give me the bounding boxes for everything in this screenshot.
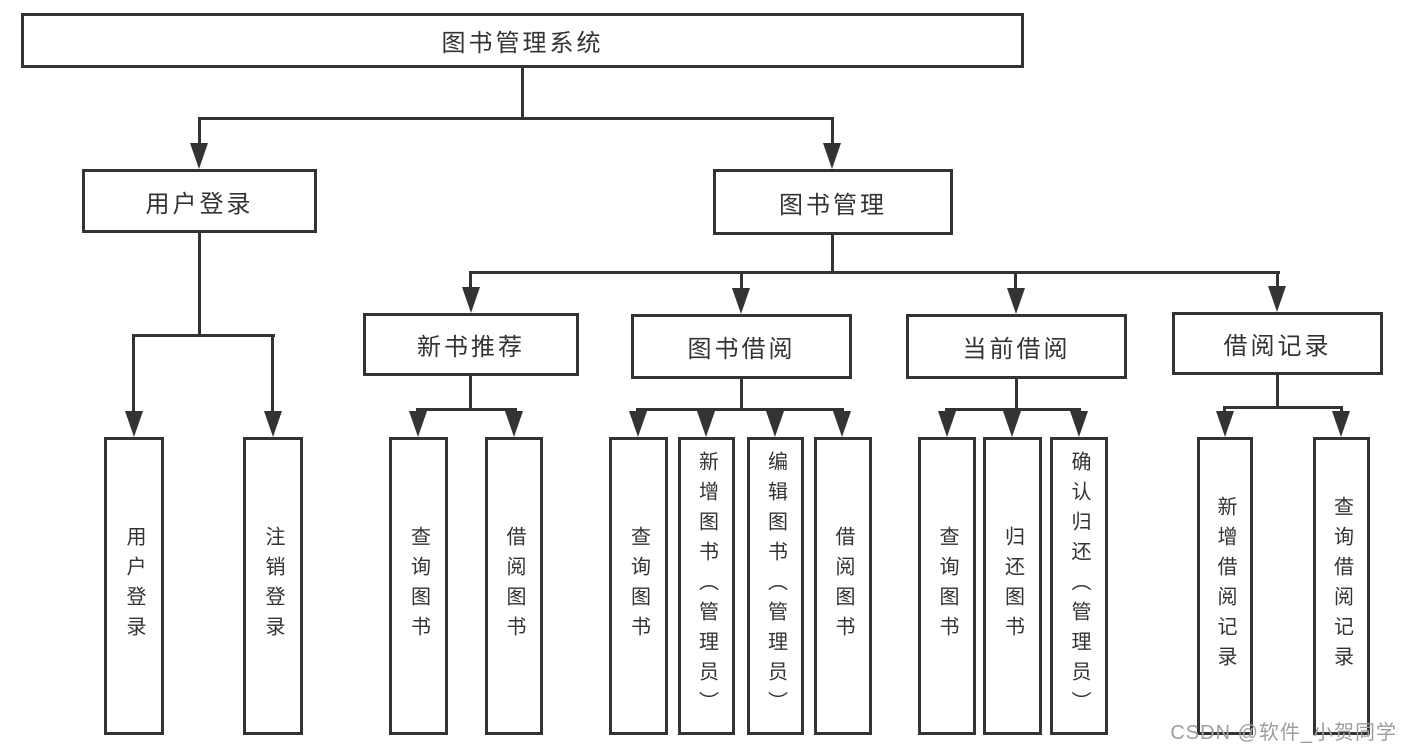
leaf-label: 查询图书 xyxy=(936,526,958,646)
connector-line xyxy=(740,271,743,290)
node-label: 图书管理系统 xyxy=(441,30,604,57)
leaf-add-borrow-record: 新增借阅记录 xyxy=(1197,437,1253,735)
connector-line xyxy=(469,271,1280,274)
arrow-down-icon xyxy=(629,411,647,437)
arrow-down-icon xyxy=(938,411,956,437)
connector-line xyxy=(198,233,201,337)
leaf-query-borrow-record: 查询借阅记录 xyxy=(1313,437,1370,735)
arrow-down-icon xyxy=(190,143,208,169)
arrow-down-icon xyxy=(1216,411,1234,437)
connector-line xyxy=(271,334,274,413)
leaf-label: 查询图书 xyxy=(407,526,430,646)
connector-line xyxy=(1223,406,1343,409)
connector-line xyxy=(469,271,472,289)
node-label: 当前借阅 xyxy=(962,336,1071,363)
leaf-label: 查询图书 xyxy=(627,526,650,646)
connector-line xyxy=(636,408,844,411)
leaf-user-login: 用户登录 xyxy=(104,437,164,735)
connector-line xyxy=(198,117,834,120)
connector-line xyxy=(740,379,743,410)
connector-line xyxy=(469,376,472,410)
arrow-down-icon xyxy=(125,411,143,437)
node-label: 用户登录 xyxy=(145,190,254,218)
leaf-query-books-current: 查询图书 xyxy=(918,437,976,735)
leaf-query-books-recommend: 查询图书 xyxy=(389,437,448,735)
arrow-down-icon xyxy=(264,411,282,437)
leaf-add-book-admin: 新增图书（管理员） xyxy=(678,437,735,735)
leaf-query-books-borrowing: 查询图书 xyxy=(609,437,668,735)
node-library-system: 图书管理系统 xyxy=(21,13,1024,68)
connector-line xyxy=(132,334,135,413)
leaf-label: 借阅图书 xyxy=(503,526,525,646)
connector-line xyxy=(831,235,834,273)
arrow-down-icon xyxy=(697,411,715,437)
connector-line xyxy=(198,117,201,145)
arrow-down-icon xyxy=(409,411,427,437)
connector-line xyxy=(416,408,517,411)
leaf-label: 归还图书 xyxy=(1001,526,1024,646)
connector-line xyxy=(1276,375,1279,408)
leaf-logout: 注销登录 xyxy=(243,437,303,735)
connector-line xyxy=(1015,379,1018,410)
node-current-borrowing: 当前借阅 xyxy=(906,314,1127,379)
leaf-label: 新增图书（管理员） xyxy=(695,451,718,721)
leaf-return-book: 归还图书 xyxy=(983,437,1042,735)
arrow-down-icon xyxy=(833,411,851,437)
leaf-edit-book-admin: 编辑图书（管理员） xyxy=(747,437,804,735)
node-user-login: 用户登录 xyxy=(82,169,317,233)
node-label: 新书推荐 xyxy=(417,334,525,361)
node-label: 图书管理 xyxy=(779,191,887,219)
leaf-label: 编辑图书（管理员） xyxy=(764,451,787,721)
connector-line xyxy=(521,68,524,120)
arrow-down-icon xyxy=(823,143,841,169)
connector-line xyxy=(1276,271,1279,288)
node-book-borrowing: 图书借阅 xyxy=(631,314,852,379)
watermark: CSDN @软件_小贺同学 xyxy=(1170,722,1397,744)
arrow-down-icon xyxy=(1070,411,1088,437)
connector-line xyxy=(1014,271,1017,290)
arrow-down-icon xyxy=(1003,411,1021,437)
connector-line xyxy=(132,334,275,337)
leaf-borrow-books-recommend: 借阅图书 xyxy=(485,437,543,735)
node-new-book-recommend: 新书推荐 xyxy=(363,313,579,376)
node-label: 图书借阅 xyxy=(687,336,796,363)
leaf-label: 新增借阅记录 xyxy=(1214,496,1236,676)
node-book-management: 图书管理 xyxy=(713,169,953,235)
node-label: 借阅记录 xyxy=(1223,333,1332,360)
node-borrowing-records: 借阅记录 xyxy=(1172,312,1383,375)
arrow-down-icon xyxy=(766,411,784,437)
arrow-down-icon xyxy=(1332,411,1350,437)
leaf-confirm-return-admin: 确认归还（管理员） xyxy=(1050,437,1108,735)
arrow-down-icon xyxy=(1268,286,1286,312)
leaf-label: 查询借阅记录 xyxy=(1330,496,1353,676)
leaf-borrow-books-borrowing: 借阅图书 xyxy=(814,437,872,735)
arrow-down-icon xyxy=(462,287,480,313)
connector-line xyxy=(831,117,834,145)
arrow-down-icon xyxy=(732,288,750,314)
arrow-down-icon xyxy=(1007,288,1025,314)
leaf-label: 确认归还（管理员） xyxy=(1068,451,1090,721)
leaf-label: 用户登录 xyxy=(123,526,145,646)
leaf-label: 注销登录 xyxy=(262,526,284,646)
leaf-label: 借阅图书 xyxy=(832,526,854,646)
arrow-down-icon xyxy=(505,411,523,437)
